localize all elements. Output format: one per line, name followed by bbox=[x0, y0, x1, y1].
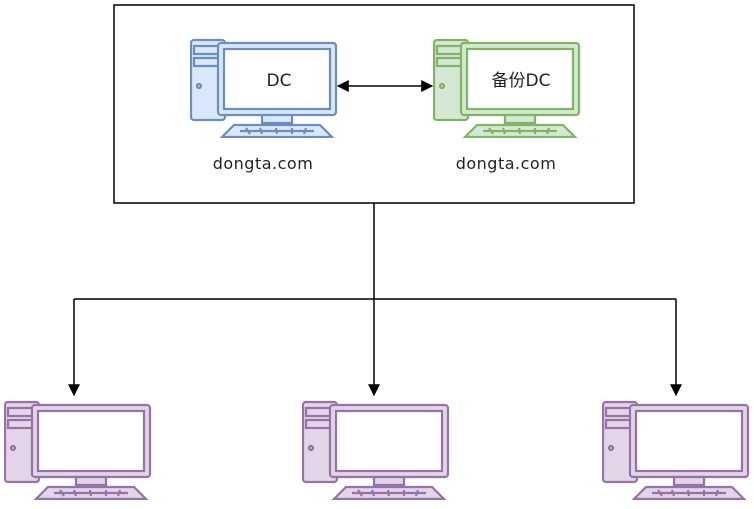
backup-dc-domain-label: dongta.com bbox=[456, 154, 557, 173]
backup-dc-screen-label: 备份DC bbox=[492, 71, 551, 91]
primary-dc-domain-label: dongta.com bbox=[213, 154, 314, 173]
client-3-computer-icon bbox=[602, 400, 750, 500]
client-2-computer-icon bbox=[302, 400, 450, 500]
primary-dc-screen-label: DC bbox=[267, 71, 292, 91]
primary-dc-computer-icon bbox=[190, 38, 338, 138]
client-1-computer-icon bbox=[4, 400, 152, 500]
